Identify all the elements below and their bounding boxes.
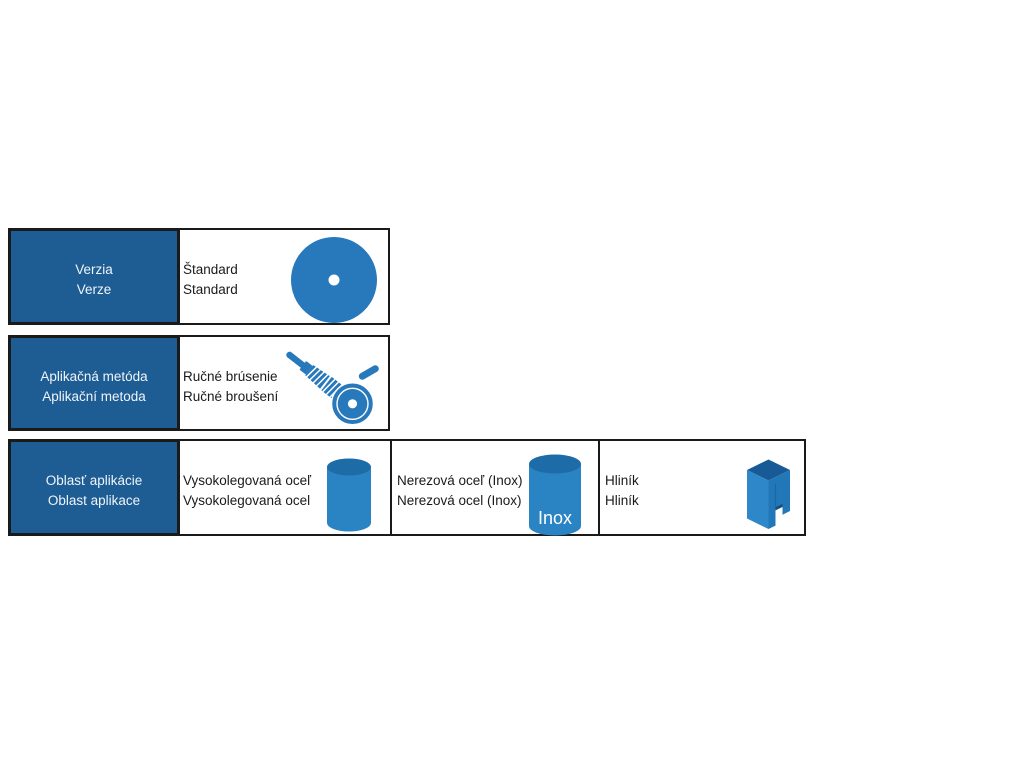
header-label-sk: Aplikačná metóda [40,368,148,384]
cell-version-value: Štandard Standard [178,230,388,323]
spec-row-version: Verzia Verze Štandard Standard [8,228,390,325]
angle-grinder-icon [286,351,379,426]
header-label-cz: Aplikační metoda [42,388,146,404]
header-label-sk: Verzia [75,262,113,277]
header-label-sk: Oblasť aplikácie [45,473,143,488]
aluminium-profile-icon [747,459,790,529]
row-header-application-method: Aplikačná metóda Aplikační metoda [8,335,180,431]
value-line-sk: Hliník [605,473,639,488]
cell-application-method-value: Ručné brúsenie Ručné broušení [178,337,388,429]
value-line-sk: Ručné brúsenie [183,368,278,384]
grinding-disc-icon [291,237,377,323]
value-line-cz: Hliník [605,493,639,508]
cell-stainless-steel: Nerezová oceľ (Inox) Nerezová ocel (Inox… [390,441,598,534]
row-header-version: Verzia Verze [8,228,180,325]
cell-aluminium: Hliník Hliník [598,441,804,534]
value-line-cz: Standard [183,282,238,297]
value-line-sk: Nerezová oceľ (Inox) [397,473,523,488]
row-header-application-area: Oblasť aplikácie Oblast aplikace [8,439,180,536]
header-label-cz: Oblast aplikace [47,493,141,508]
value-line-sk: Vysokolegovaná oceľ [183,473,312,488]
cell-high-alloy-steel: Vysokolegovaná oceľ Vysokolegovaná ocel [178,441,390,534]
value-line-cz: Vysokolegovaná ocel [183,493,311,508]
value-line-sk: Štandard [183,262,238,277]
inox-cylinder-icon: Inox [529,454,581,536]
inox-label: Inox [538,508,572,528]
spec-row-application-area: Oblasť aplikácie Oblast aplikace Vysokol… [8,439,806,536]
header-label-cz: Verze [76,282,112,297]
value-line-cz: Ručné broušení [183,388,279,404]
value-line-cz: Nerezová ocel (Inox) [397,493,522,508]
spec-row-application-method: Aplikačná metóda Aplikační metoda Ručné … [8,335,390,431]
steel-cylinder-icon [327,458,371,532]
